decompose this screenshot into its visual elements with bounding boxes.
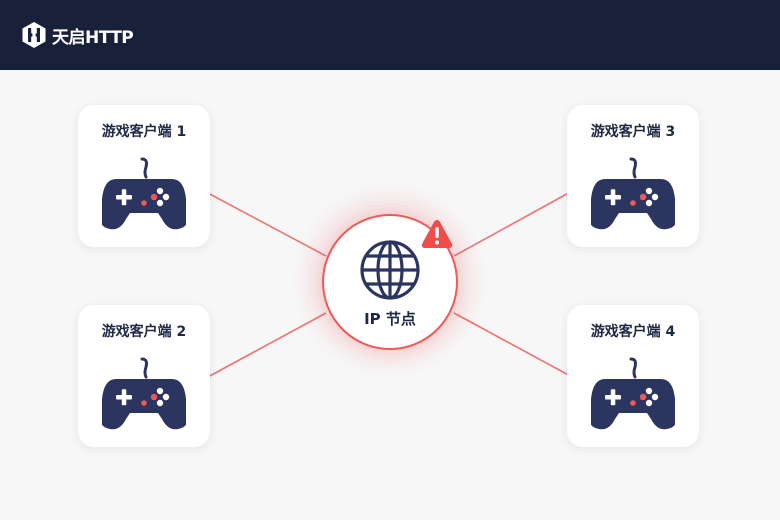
brand-logo[interactable]: 天启HTTP	[20, 21, 134, 49]
link-client-2	[205, 312, 327, 379]
client-label: 游戏客户端 3	[590, 124, 676, 140]
gamepad-icon	[591, 357, 675, 430]
gamepad-icon	[102, 357, 186, 430]
top-bar: 天启HTTP	[0, 0, 780, 70]
client-label: 游戏客户端 2	[101, 324, 187, 340]
hexagon-h-logo-icon	[22, 22, 46, 48]
globe-icon	[360, 240, 420, 300]
client-card-1[interactable]: 游戏客户端 1	[78, 105, 210, 247]
gamepad-icon	[102, 157, 186, 230]
brand-name: 天启HTTP	[52, 27, 134, 48]
ip-node-label: IP 节点	[364, 310, 416, 328]
gamepad-icon	[591, 157, 675, 230]
client-label: 游戏客户端 4	[590, 324, 676, 340]
link-client-3	[453, 189, 575, 257]
link-client-1	[205, 191, 327, 257]
client-card-4[interactable]: 游戏客户端 4	[567, 305, 699, 447]
client-label: 游戏客户端 1	[101, 124, 187, 140]
client-card-2[interactable]: 游戏客户端 2	[78, 305, 210, 447]
warning-triangle-icon	[421, 220, 453, 248]
link-client-4	[453, 312, 575, 379]
client-card-3[interactable]: 游戏客户端 3	[567, 105, 699, 247]
